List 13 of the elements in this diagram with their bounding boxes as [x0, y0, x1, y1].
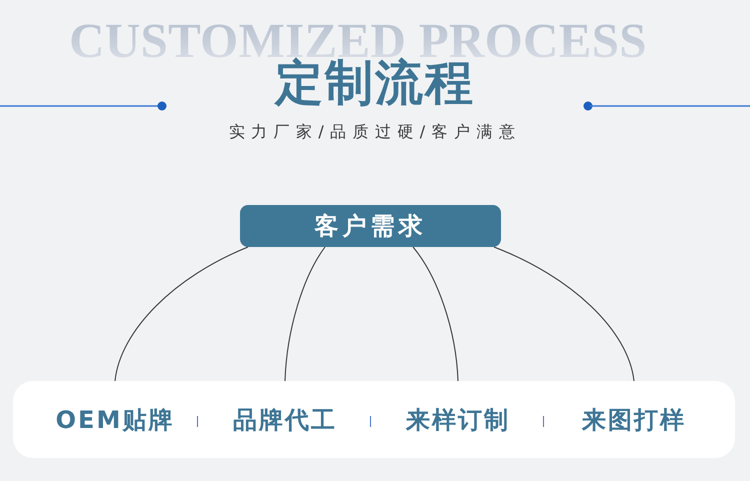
node-label: 客户需求	[314, 212, 426, 240]
connector-line	[494, 246, 634, 382]
connector-line	[284, 246, 326, 382]
connector-line	[114, 246, 248, 382]
connector-line	[412, 246, 458, 382]
header-box	[240, 205, 501, 247]
step-label: 来图打样	[582, 406, 686, 434]
step-label: 来样订制	[406, 406, 510, 434]
subtitle: 实力厂家/品质过硬/客户满意	[228, 122, 522, 142]
step-label: OEM贴牌	[56, 406, 174, 434]
rounded-panel	[13, 381, 735, 458]
step-label: 品牌代工	[233, 406, 337, 434]
title: 定制流程	[275, 58, 475, 108]
